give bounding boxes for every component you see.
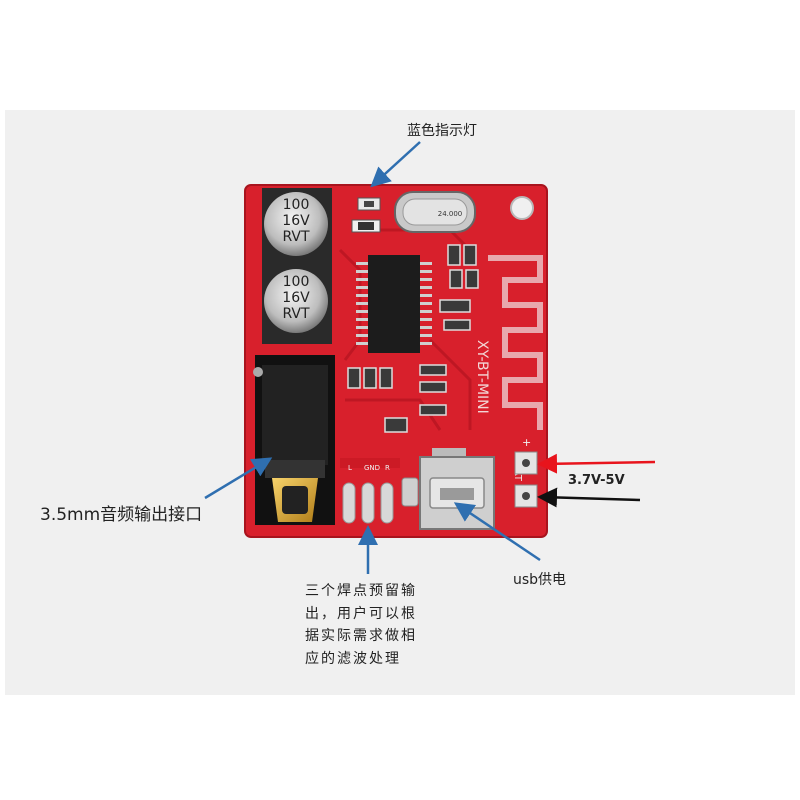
cap2-line3: RVT (282, 306, 310, 322)
cap1-line2: 16V (282, 213, 310, 229)
capacitor-1: 100 16V RVT (262, 188, 332, 266)
capacitor-2: 100 16V RVT (262, 266, 332, 344)
battery-pads: BAT + (512, 436, 538, 508)
solder-pads: L GND R (340, 458, 419, 524)
voltage-label: 3.7V-5V (568, 473, 625, 488)
arrow-led (370, 141, 421, 188)
crystal-text: 24.000 (438, 210, 463, 218)
usb-power-label: usb供电 (513, 572, 567, 588)
arrow-jack (204, 457, 273, 500)
cap2-line1: 100 (283, 274, 310, 290)
micro-usb-port (419, 448, 495, 530)
pad-label-r: R (385, 464, 390, 472)
cap1-line3: RVT (282, 229, 310, 245)
arrow-positive (537, 453, 656, 474)
cap2-line2: 16V (282, 290, 310, 306)
silkscreen-text: XY-BT-MINI (474, 340, 490, 414)
cap1-line1: 100 (283, 197, 310, 213)
solder-note-label: 三个焊点预留输出，用户可以根据实际需求做相应的滤波处理 (305, 583, 417, 667)
arrow-usb (453, 502, 541, 562)
pad-label-gnd: GND (364, 464, 380, 472)
blue-led-label: 蓝色指示灯 (407, 123, 477, 139)
pad-label-l: L (348, 464, 352, 472)
main-ic (356, 255, 432, 353)
plus-mark: + (522, 436, 531, 449)
audio-jack-label: 3.5mm音频输出接口 (40, 505, 203, 525)
mounting-hole (510, 196, 534, 220)
audio-jack (253, 355, 335, 525)
arrow-negative (537, 487, 641, 508)
crystal-oscillator: 24.000 (394, 191, 476, 233)
antenna (488, 255, 543, 430)
